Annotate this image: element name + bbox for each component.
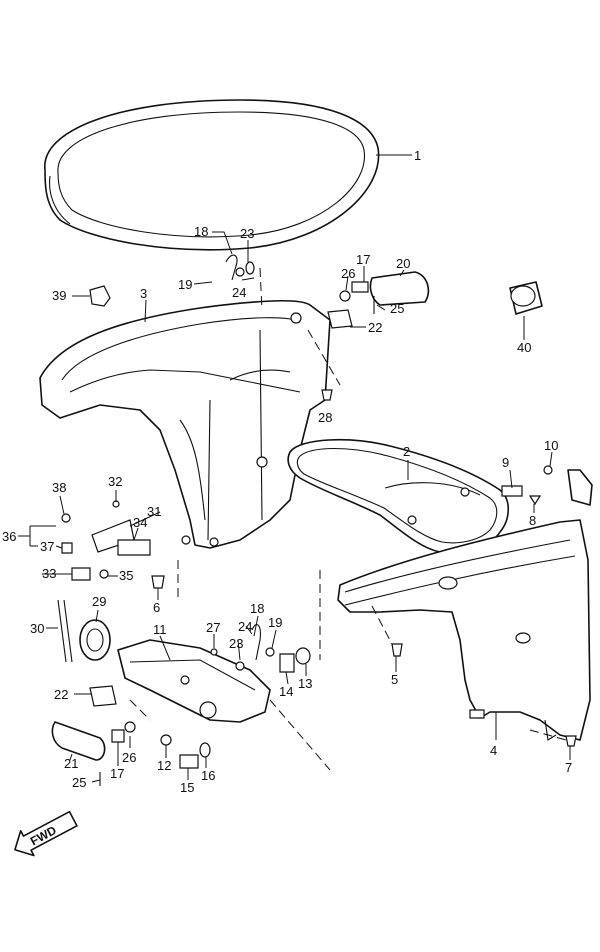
gasket-part xyxy=(287,439,510,554)
callout-29: 29 xyxy=(92,594,106,609)
callout-15: 15 xyxy=(180,780,194,795)
callout-21: 21 xyxy=(64,756,78,771)
assembly-lines xyxy=(129,267,567,771)
callout-39: 39 xyxy=(52,288,66,303)
callout-19-bottom: 19 xyxy=(268,615,282,630)
callout-9: 9 xyxy=(502,455,509,470)
callout-18-bottom: 18 xyxy=(250,601,264,616)
callout-3: 3 xyxy=(140,286,147,301)
callout-18-top: 18 xyxy=(194,224,208,239)
callout-20: 20 xyxy=(396,256,410,271)
callout-4: 4 xyxy=(490,743,497,758)
callout-24-top: 24 xyxy=(232,285,246,300)
callout-32: 32 xyxy=(108,474,122,489)
callout-labels: 1 2 3 4 5 6 7 8 9 10 11 12 13 14 15 16 1… xyxy=(2,148,572,795)
callout-16: 16 xyxy=(201,768,215,783)
callout-23-bottom: 23 xyxy=(229,636,243,651)
callout-22-top: 22 xyxy=(368,320,382,335)
callout-5: 5 xyxy=(391,672,398,687)
callout-23-top: 23 xyxy=(240,226,254,241)
fwd-arrow-badge: FWD xyxy=(14,810,78,857)
leader-lines xyxy=(18,154,571,783)
callout-8: 8 xyxy=(529,513,536,528)
callout-13: 13 xyxy=(298,676,312,691)
lower-cover-part xyxy=(337,469,593,741)
callout-40: 40 xyxy=(517,340,531,355)
callout-30: 30 xyxy=(30,621,44,636)
callout-12: 12 xyxy=(157,758,171,773)
callout-11: 11 xyxy=(153,622,167,637)
callout-19-top: 19 xyxy=(178,277,192,292)
callout-25-bottom: 25 xyxy=(72,775,86,790)
callout-38: 38 xyxy=(52,480,66,495)
callout-33: 33 xyxy=(42,566,56,581)
callout-24-bottom: 24 xyxy=(238,619,252,634)
callout-31: 31 xyxy=(147,504,161,519)
callout-17-top: 17 xyxy=(356,252,370,267)
callout-2: 2 xyxy=(403,444,410,459)
callout-28: 28 xyxy=(318,410,332,425)
callout-10: 10 xyxy=(544,438,558,453)
callout-7: 7 xyxy=(565,760,572,775)
callout-14: 14 xyxy=(279,684,293,699)
callout-17-bottom: 17 xyxy=(110,766,124,781)
callout-25-top: 25 xyxy=(390,301,404,316)
seal-ring-part xyxy=(44,99,380,251)
callout-35: 35 xyxy=(119,568,133,583)
fwd-arrow-icon xyxy=(14,810,78,857)
callout-26-top: 26 xyxy=(341,266,355,281)
upper-cover-part xyxy=(39,299,331,549)
callout-1: 1 xyxy=(414,148,421,163)
callout-6: 6 xyxy=(153,600,160,615)
small-parts xyxy=(51,254,577,786)
callout-26-bottom: 26 xyxy=(122,750,136,765)
callout-22-bottom: 22 xyxy=(54,687,68,702)
callout-27: 27 xyxy=(206,620,220,635)
bracket-part xyxy=(117,639,271,723)
callout-34: 34 xyxy=(133,515,147,530)
callout-36: 36 xyxy=(2,529,16,544)
callout-37: 37 xyxy=(40,539,54,554)
